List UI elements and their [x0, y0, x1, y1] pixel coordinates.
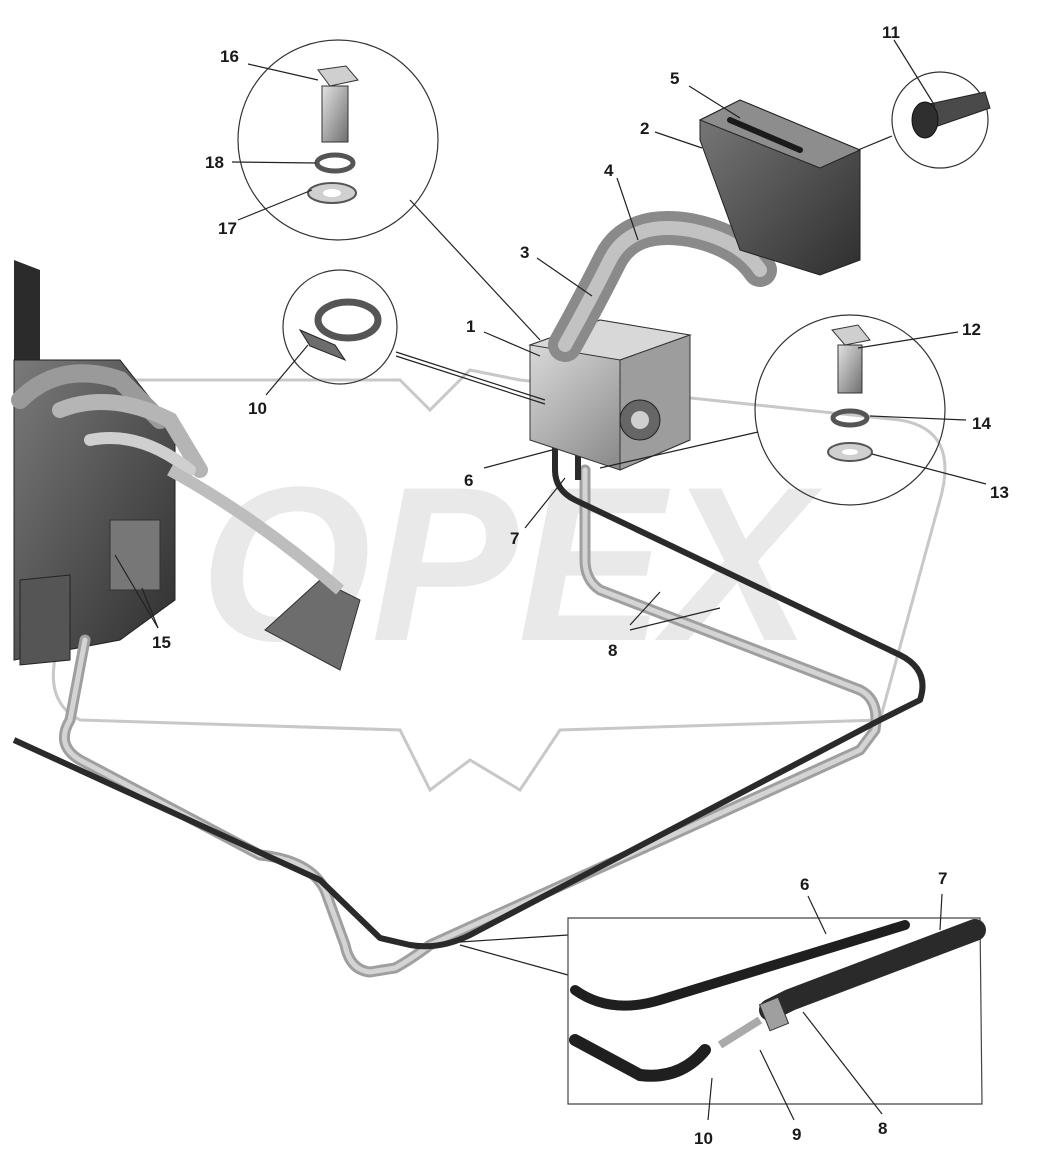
callout-8-inset: 8: [878, 1119, 887, 1138]
detail-screw: [891, 71, 991, 169]
callout-11: 11: [882, 23, 900, 42]
callout-4: 4: [604, 161, 614, 180]
inset-detail: [567, 917, 986, 1105]
watermark-text: OPEX: [200, 441, 823, 687]
engine-block: [11, 260, 361, 671]
callout-16: 16: [220, 47, 239, 66]
detail-bolt-washers-right: [754, 314, 946, 506]
detail-bolt-washers: [237, 39, 439, 241]
callout-5: 5: [670, 69, 679, 88]
callout-13: 13: [990, 483, 1009, 502]
callout-labels: 16 18 17 5 2 4 3 1 11 12 14 13 10 6 7 8 …: [152, 23, 1009, 1148]
connector-lines: [395, 135, 893, 976]
detail-hose-clamp: [282, 269, 398, 385]
callout-6-inset: 6: [800, 875, 809, 894]
callout-7-inset: 7: [938, 869, 947, 888]
coolant-pipe-light: [58, 464, 882, 978]
callout-3: 3: [520, 243, 529, 262]
callout-1: 1: [466, 317, 475, 336]
callout-7-main: 7: [510, 529, 519, 548]
callout-14: 14: [972, 414, 991, 433]
callout-10-inset: 10: [694, 1129, 713, 1148]
callout-8-main: 8: [608, 641, 617, 660]
callout-12: 12: [962, 320, 981, 339]
callout-15: 15: [152, 633, 171, 652]
callout-2: 2: [640, 119, 649, 138]
callout-leaders: [114, 39, 987, 1121]
callout-18: 18: [205, 153, 224, 172]
heater-unit: [528, 99, 862, 471]
callout-6-main: 6: [464, 471, 473, 490]
callout-17: 17: [218, 219, 237, 238]
callout-10-main: 10: [248, 399, 267, 418]
callout-9: 9: [792, 1125, 801, 1144]
